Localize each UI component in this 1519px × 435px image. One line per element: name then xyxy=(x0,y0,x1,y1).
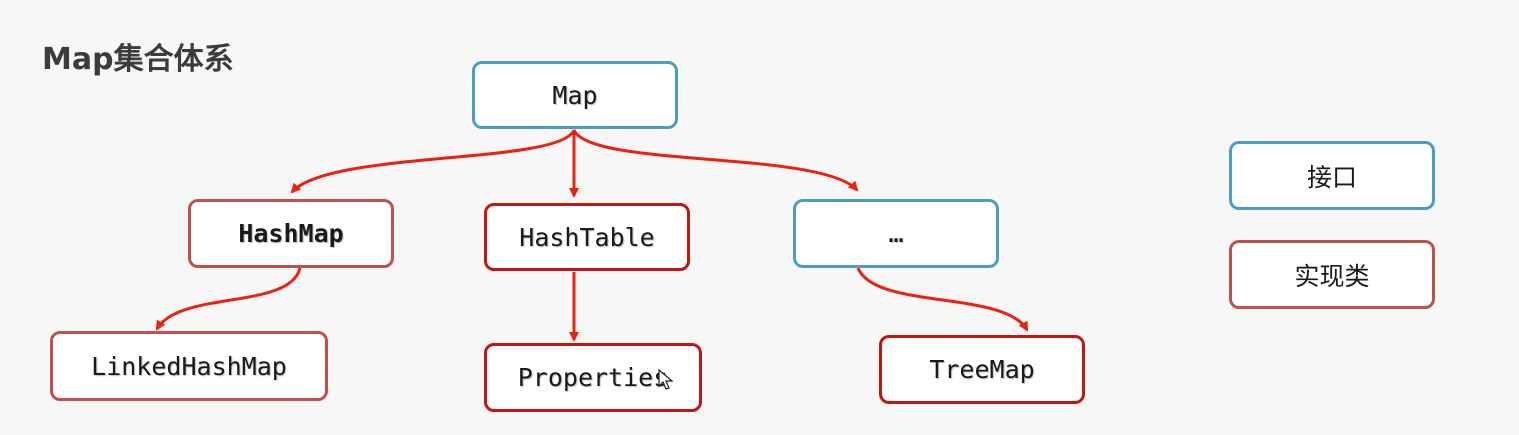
node-map-label: Map xyxy=(552,80,598,110)
legend-interface-label: 接口 xyxy=(1306,162,1357,192)
node-hashmap-label: HashMap xyxy=(238,219,344,248)
legend-interface: 接口 xyxy=(1229,141,1435,210)
node-other-label: … xyxy=(888,219,904,248)
node-map: Map xyxy=(472,61,678,129)
node-treemap: TreeMap xyxy=(879,335,1085,404)
mouse-cursor-icon xyxy=(658,369,674,390)
page-title: Map集合体系 xyxy=(42,42,234,77)
edge-map-to-hashmap xyxy=(290,129,576,194)
node-hashtable: HashTable xyxy=(484,203,690,271)
node-hashmap: HashMap xyxy=(188,199,394,268)
node-other: … xyxy=(793,199,999,268)
edge-other-to-treemap xyxy=(856,267,1029,332)
edge-hashmap-to-linkedhashmap xyxy=(155,267,302,331)
edge-map-to-other xyxy=(572,129,859,192)
legend-class-label: 实现类 xyxy=(1294,261,1370,291)
node-hashtable-label: HashTable xyxy=(519,222,655,252)
node-treemap-label: TreeMap xyxy=(929,355,1035,384)
node-linkedhashmap-label: LinkedHashMap xyxy=(91,351,287,381)
legend-class: 实现类 xyxy=(1229,240,1435,309)
node-linkedhashmap: LinkedHashMap xyxy=(50,331,328,401)
node-properties-label: Properties xyxy=(517,363,669,392)
